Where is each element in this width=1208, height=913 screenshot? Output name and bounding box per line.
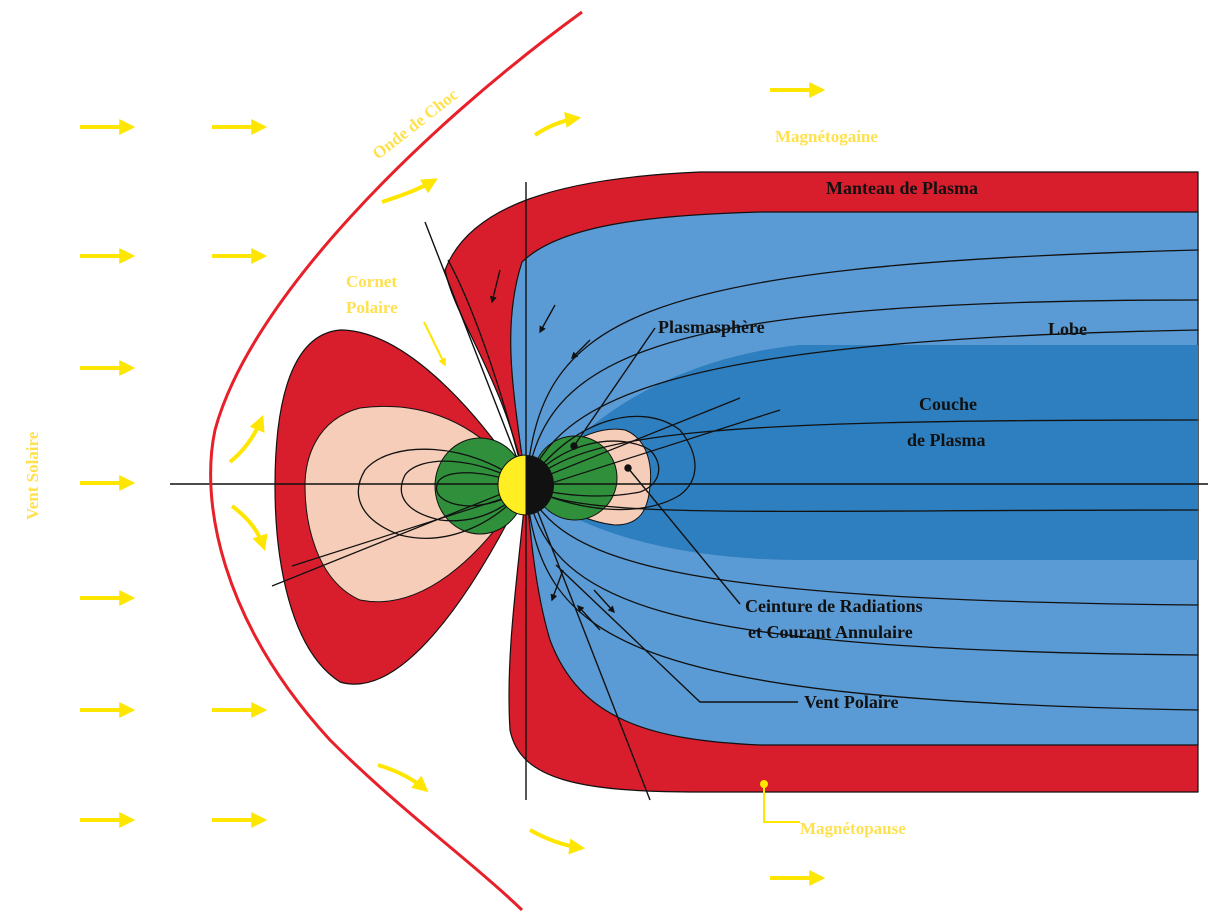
label-ceinture-1: Ceinture de Radiations	[745, 596, 923, 616]
label-couche-2: de Plasma	[907, 430, 986, 450]
flow-arrow-icon	[228, 415, 265, 464]
label-cornet-polaire-2: Polaire	[346, 298, 398, 317]
flow-arrow-icon	[593, 589, 615, 614]
flow-arrow-icon	[381, 178, 438, 204]
plasma-sheet-region	[545, 345, 1198, 560]
label-magnetopause: Magnétopause	[800, 819, 906, 838]
earth-icon	[497, 454, 554, 516]
flow-arrow-icon	[550, 569, 564, 602]
bow-shock-line	[209, 10, 583, 912]
label-vent-polaire: Vent Polaire	[804, 692, 899, 712]
label-plasmasphere: Plasmasphère	[658, 317, 765, 337]
magnetopause-pointer	[760, 780, 800, 823]
flow-arrow-icon	[533, 112, 582, 137]
flow-arrow-icon	[377, 763, 429, 793]
flow-arrow-icon	[230, 504, 268, 552]
label-couche-1: Couche	[919, 394, 977, 414]
cornet-polaire-pointer	[423, 321, 446, 367]
label-lobe: Lobe	[1048, 319, 1087, 339]
label-vent-solaire: Vent Solaire	[23, 431, 42, 520]
flow-arrow-icon	[539, 304, 556, 334]
solar-wind-arrows	[80, 82, 826, 886]
flow-arrows-dark	[489, 269, 615, 631]
label-ceinture-2: et Courant Annulaire	[748, 622, 913, 642]
label-pointers	[555, 327, 798, 703]
flow-arrow-icon	[489, 269, 501, 304]
label-manteau-de-plasma: Manteau de Plasma	[826, 178, 978, 198]
flow-arrow-icon	[529, 828, 586, 855]
label-magnetogaine: Magnétogaine	[775, 127, 878, 146]
flow-arrow-icon	[571, 339, 591, 359]
flow-arrow-icon	[577, 604, 601, 631]
field-lines-nightside	[447, 249, 1199, 711]
label-cornet-polaire-1: Cornet	[346, 272, 397, 291]
